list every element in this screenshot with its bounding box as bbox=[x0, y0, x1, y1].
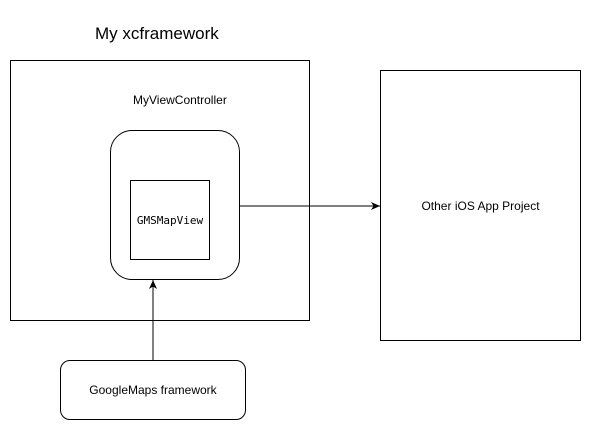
diagram-title: My xcframework bbox=[95, 24, 219, 43]
googlemaps-framework-label: GoogleMaps framework bbox=[89, 383, 217, 397]
other-app-project-label: Other iOS App Project bbox=[421, 198, 540, 213]
map-view-label: GMSMapView bbox=[136, 213, 204, 227]
view-controller-label: MyViewController bbox=[133, 93, 227, 107]
other-app-project-box: Other iOS App Project bbox=[380, 70, 581, 341]
googlemaps-framework-box: GoogleMaps framework bbox=[60, 360, 246, 420]
map-view-box: GMSMapView bbox=[130, 180, 210, 260]
